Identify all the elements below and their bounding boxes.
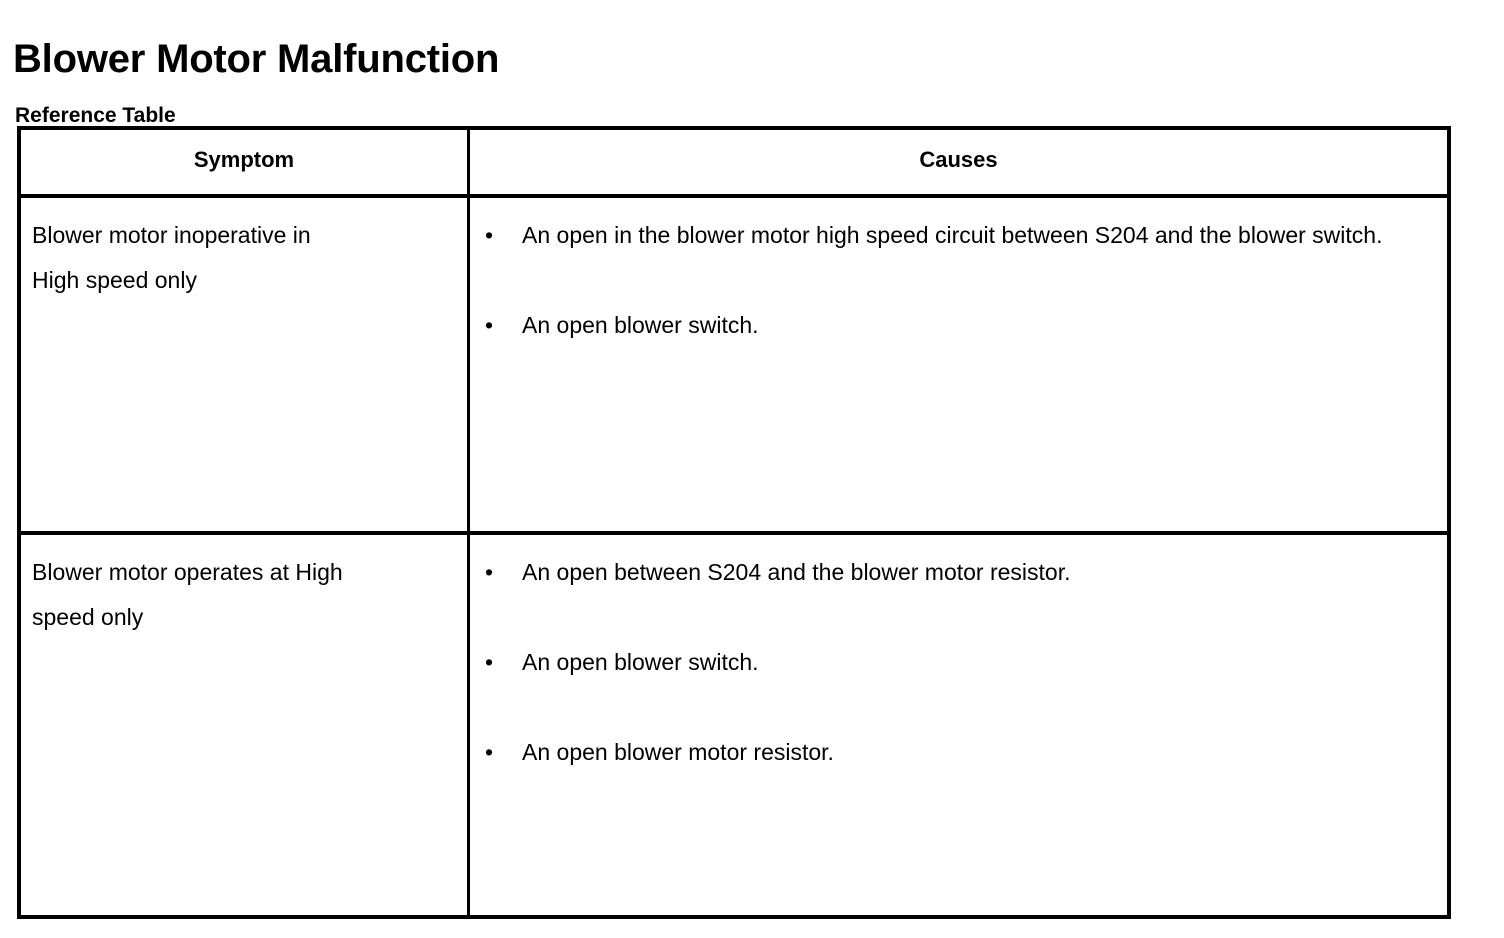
- cause-list: • An open between S204 and the blower mo…: [482, 550, 1437, 775]
- cause-text: An open in the blower motor high speed c…: [522, 222, 1383, 248]
- cell-causes: • An open in the blower motor high speed…: [482, 213, 1437, 348]
- bullet-icon: •: [485, 649, 494, 675]
- cause-list: • An open in the blower motor high speed…: [482, 213, 1437, 348]
- cell-symptom: Blower motor operates at High speed only: [32, 550, 452, 640]
- cause-text: An open blower switch.: [522, 649, 759, 675]
- column-header-causes: Causes: [919, 147, 998, 172]
- list-item: • An open between S204 and the blower mo…: [482, 550, 1437, 595]
- table-border-left: [17, 126, 21, 919]
- table-border-top: [17, 126, 1451, 130]
- bullet-icon: •: [485, 312, 494, 338]
- symptom-line: Blower motor operates at High: [32, 559, 343, 585]
- cause-text: An open blower motor resistor.: [522, 739, 834, 765]
- cell-symptom: Blower motor inoperative in High speed o…: [32, 213, 452, 303]
- cause-text: An open between S204 and the blower moto…: [522, 559, 1071, 585]
- table-border-right: [1447, 126, 1451, 919]
- section-subtitle: Reference Table: [15, 104, 176, 128]
- symptom-line: speed only: [32, 604, 144, 630]
- list-item: • An open in the blower motor high speed…: [482, 213, 1437, 258]
- table-border-bottom: [17, 915, 1451, 919]
- table-row-divider: [17, 531, 1451, 535]
- cause-text: An open blower switch.: [522, 312, 759, 338]
- table-column-divider-body: [467, 196, 470, 919]
- table-column-divider-header: [467, 126, 470, 196]
- bullet-icon: •: [485, 739, 494, 765]
- table-header-rule: [17, 194, 1451, 198]
- list-item: • An open blower switch.: [482, 303, 1437, 348]
- reference-table: Symptom Causes Blower motor inoperative …: [17, 126, 1451, 919]
- list-item: • An open blower switch.: [482, 640, 1437, 685]
- symptom-line: High speed only: [32, 267, 197, 293]
- column-header-symptom: Symptom: [193, 147, 295, 172]
- page-title: Blower Motor Malfunction: [13, 36, 500, 81]
- list-item: • An open blower motor resistor.: [482, 730, 1437, 775]
- symptom-line: Blower motor inoperative in: [32, 222, 311, 248]
- bullet-icon: •: [485, 222, 494, 248]
- bullet-icon: •: [485, 559, 494, 585]
- cell-causes: • An open between S204 and the blower mo…: [482, 550, 1437, 775]
